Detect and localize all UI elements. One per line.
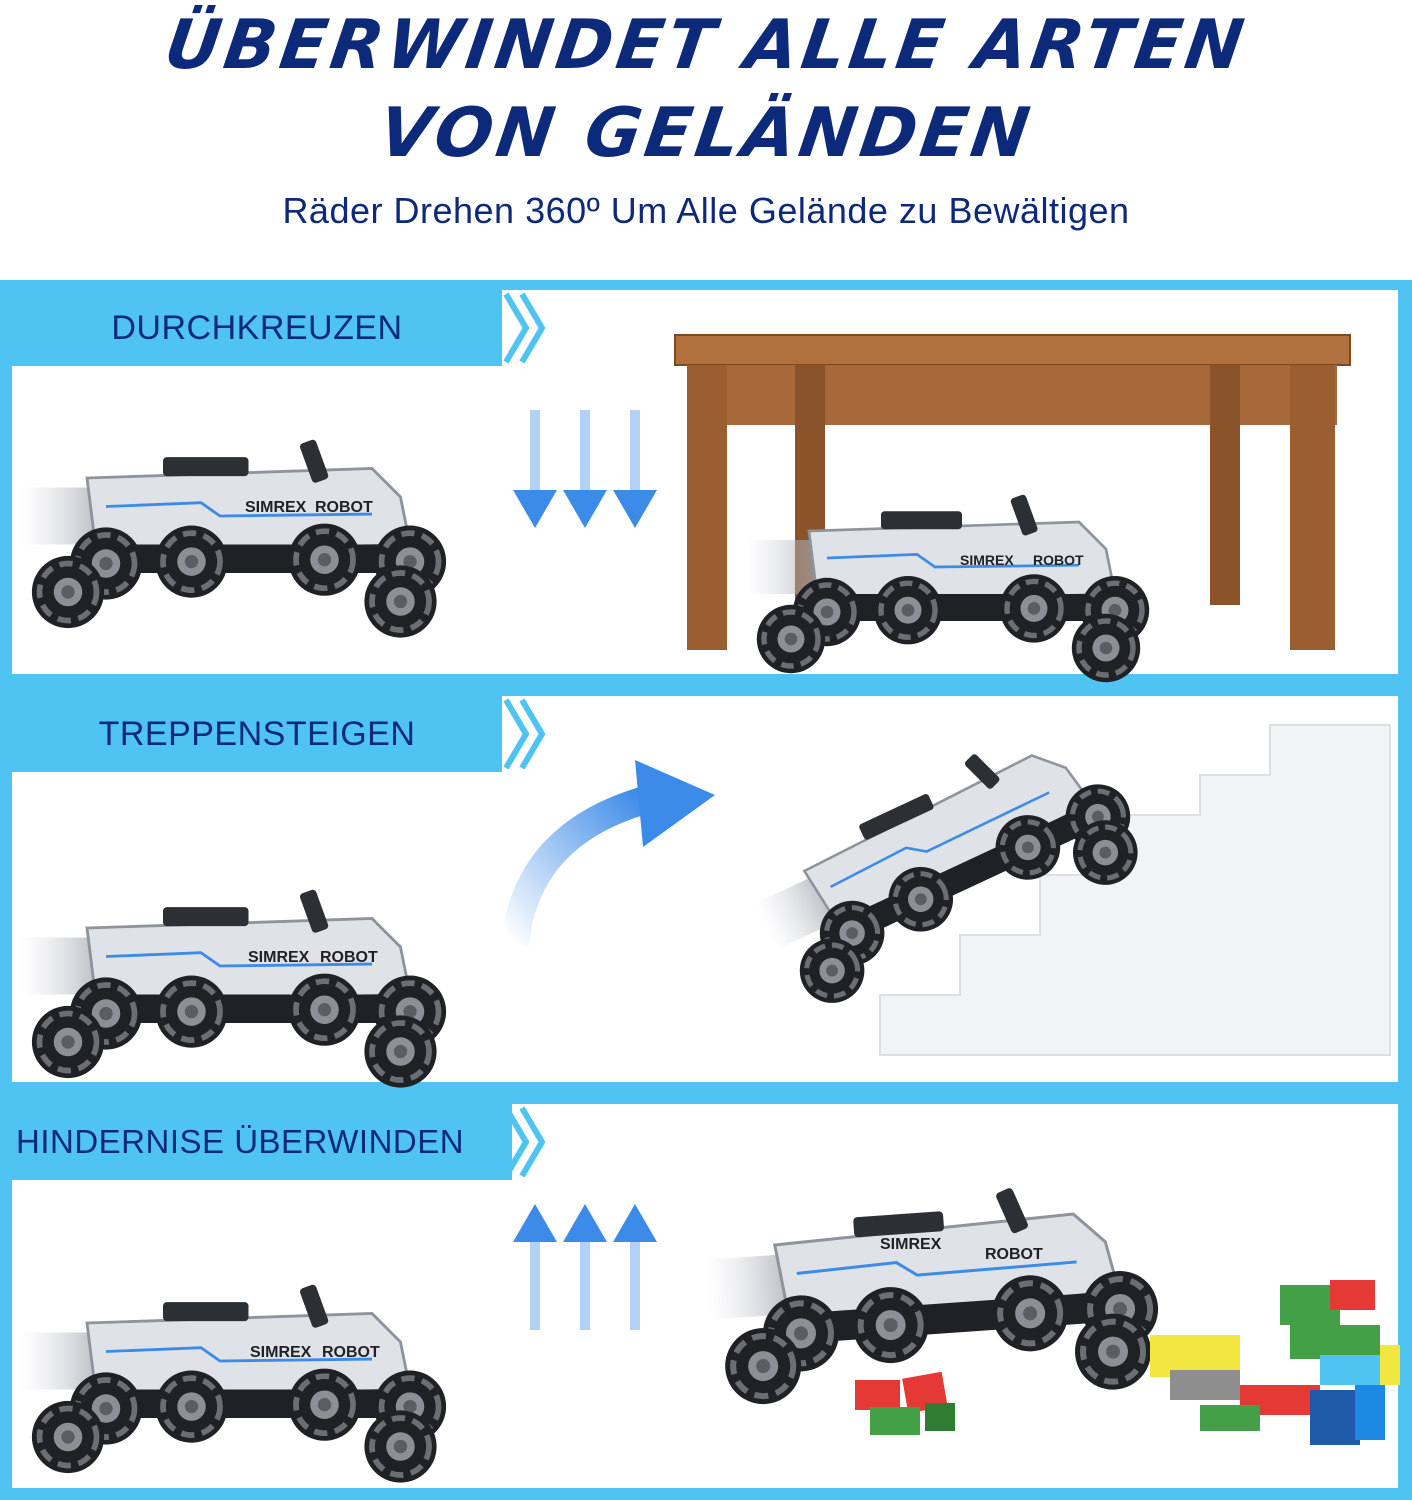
stair-climbing-image	[740, 725, 1391, 1056]
vehicle-model-text: ROBOT	[322, 1344, 380, 1361]
vehicle-brand-text: SIMREX	[248, 949, 310, 966]
subtitle: Räder Drehen 360º Um Alle Gelände zu Bew…	[282, 190, 1130, 231]
chevron-right-icon	[503, 698, 546, 770]
vehicle-image: SIMREX ROBOT	[20, 890, 480, 1070]
section-label-stairs: TREPPENSTEIGEN	[12, 696, 502, 772]
vehicle-model-text: ROBOT	[315, 499, 373, 516]
down-arrows-icon	[513, 410, 657, 528]
vehicle-brand-text: SIMREX	[880, 1236, 942, 1253]
vehicle-brand-text: SIMREX	[250, 1344, 312, 1361]
section-label-traverse: DURCHKREUZEN	[12, 290, 502, 366]
section-label-obstacles: HINDERNISE ÜBERWINDEN	[12, 1104, 512, 1180]
headline-line-2: VON GELÄNDEN	[374, 94, 1038, 173]
obstacle-climbing-image: SIMREX ROBOT	[680, 1175, 1400, 1445]
vehicle-brand-text: SIMREX	[245, 499, 307, 516]
vehicle-model-text: ROBOT	[985, 1246, 1043, 1263]
vehicle-model-text: ROBOT	[320, 949, 378, 966]
curved-arrow-icon	[501, 760, 715, 947]
chevron-right-icon	[503, 292, 546, 364]
vehicle-image: SIMREX ROBOT	[20, 430, 460, 660]
headline-line-1: ÜBERWINDET ALLE ARTEN	[159, 6, 1253, 85]
chevron-right-icon	[503, 1106, 546, 1178]
wooden-table-image: SIMREX ROBOT	[674, 334, 1351, 655]
vehicle-model-text: ROBOT	[1033, 552, 1084, 568]
up-arrows-icon	[513, 1204, 657, 1330]
vehicle-brand-text: SIMREX	[960, 552, 1014, 568]
vehicle-image: SIMREX ROBOT	[20, 1275, 480, 1455]
